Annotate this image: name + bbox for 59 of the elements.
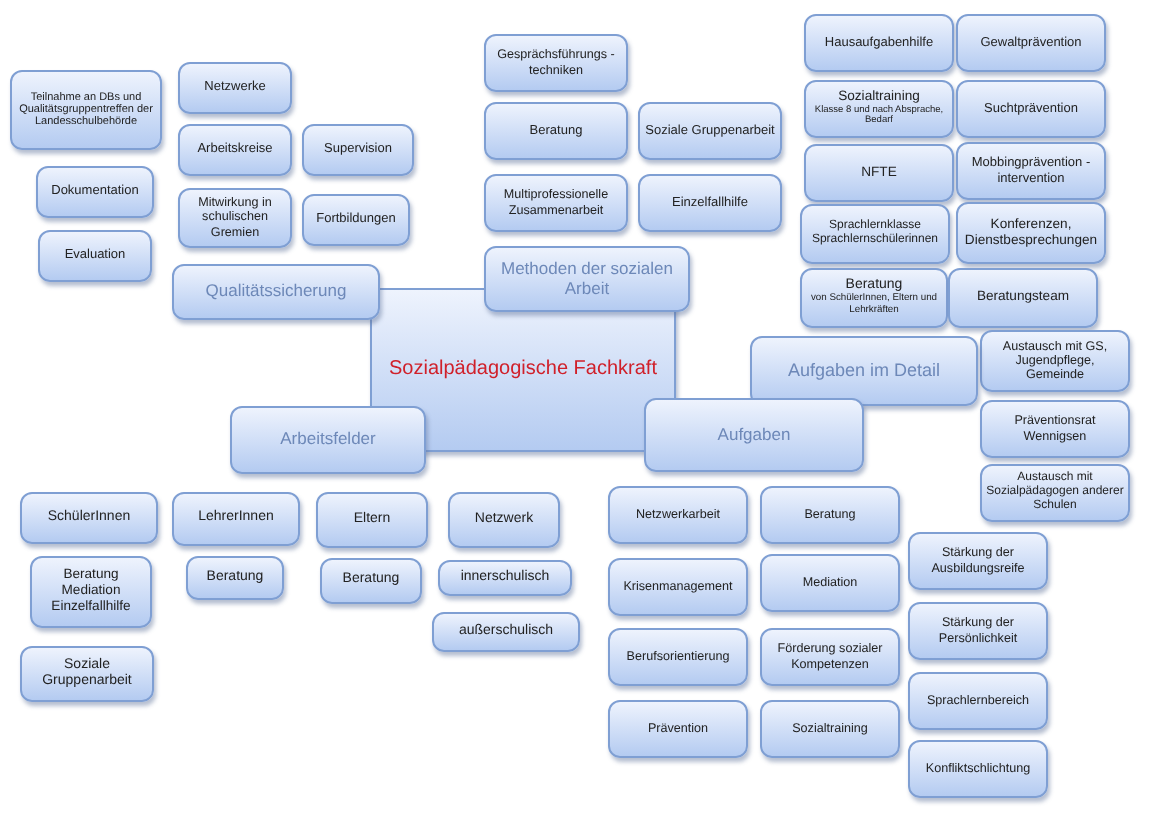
- category-box: [230, 406, 426, 474]
- topic-box: [20, 646, 154, 702]
- topic-box: [484, 174, 628, 232]
- topic-box: [956, 202, 1106, 264]
- category-box: [750, 336, 978, 406]
- topic-box: [760, 554, 900, 612]
- category-box: [644, 398, 864, 472]
- topic-box: [638, 174, 782, 232]
- topic-box: [316, 492, 428, 548]
- category-box: [484, 246, 690, 312]
- topic-box: [320, 558, 422, 604]
- topic-box: [484, 34, 628, 92]
- topic-box: [608, 486, 748, 544]
- topic-box: [608, 628, 748, 686]
- topic-box: [608, 700, 748, 758]
- topic-box: [804, 80, 954, 138]
- topic-box: [448, 492, 560, 548]
- box-label: Methoden der sozialen Arbeit: [498, 259, 675, 299]
- box-label: Aufgaben im Detail: [787, 360, 941, 382]
- topic-box: [908, 602, 1048, 660]
- topic-box: [302, 194, 410, 246]
- topic-box: [186, 556, 284, 600]
- topic-box: [178, 124, 292, 176]
- topic-box: [804, 14, 954, 72]
- topic-box: [178, 188, 292, 248]
- topic-box: [908, 672, 1048, 730]
- box-label: Aufgaben: [717, 425, 791, 445]
- category-box: [172, 264, 380, 320]
- topic-box: [438, 560, 572, 596]
- topic-box: [30, 556, 152, 628]
- topic-box: [908, 532, 1048, 590]
- box-label: Qualitätssicherung: [205, 282, 347, 302]
- topic-box: [980, 464, 1130, 522]
- topic-box: [980, 400, 1130, 458]
- topic-box: [10, 70, 162, 150]
- topic-box: [980, 330, 1130, 392]
- topic-box: [172, 492, 300, 546]
- topic-box: [956, 142, 1106, 200]
- topic-box: [20, 492, 158, 544]
- topic-box: [760, 700, 900, 758]
- topic-box: [608, 558, 748, 616]
- topic-box: [800, 268, 948, 328]
- topic-box: [432, 612, 580, 652]
- topic-box: [638, 102, 782, 160]
- topic-box: [484, 102, 628, 160]
- topic-box: [956, 14, 1106, 72]
- topic-box: [956, 80, 1106, 138]
- topic-box: [948, 268, 1098, 328]
- topic-box: [908, 740, 1048, 798]
- box-label: Sozialpädagogische Fachkraft: [389, 358, 657, 382]
- topic-box: [800, 204, 950, 264]
- topic-box: [178, 62, 292, 114]
- topic-box: [36, 166, 154, 218]
- topic-box: [302, 124, 414, 176]
- topic-box: [760, 628, 900, 686]
- box-label: Arbeitsfelder: [280, 430, 376, 450]
- topic-box: [38, 230, 152, 282]
- topic-box: [804, 144, 954, 202]
- topic-box: [760, 486, 900, 544]
